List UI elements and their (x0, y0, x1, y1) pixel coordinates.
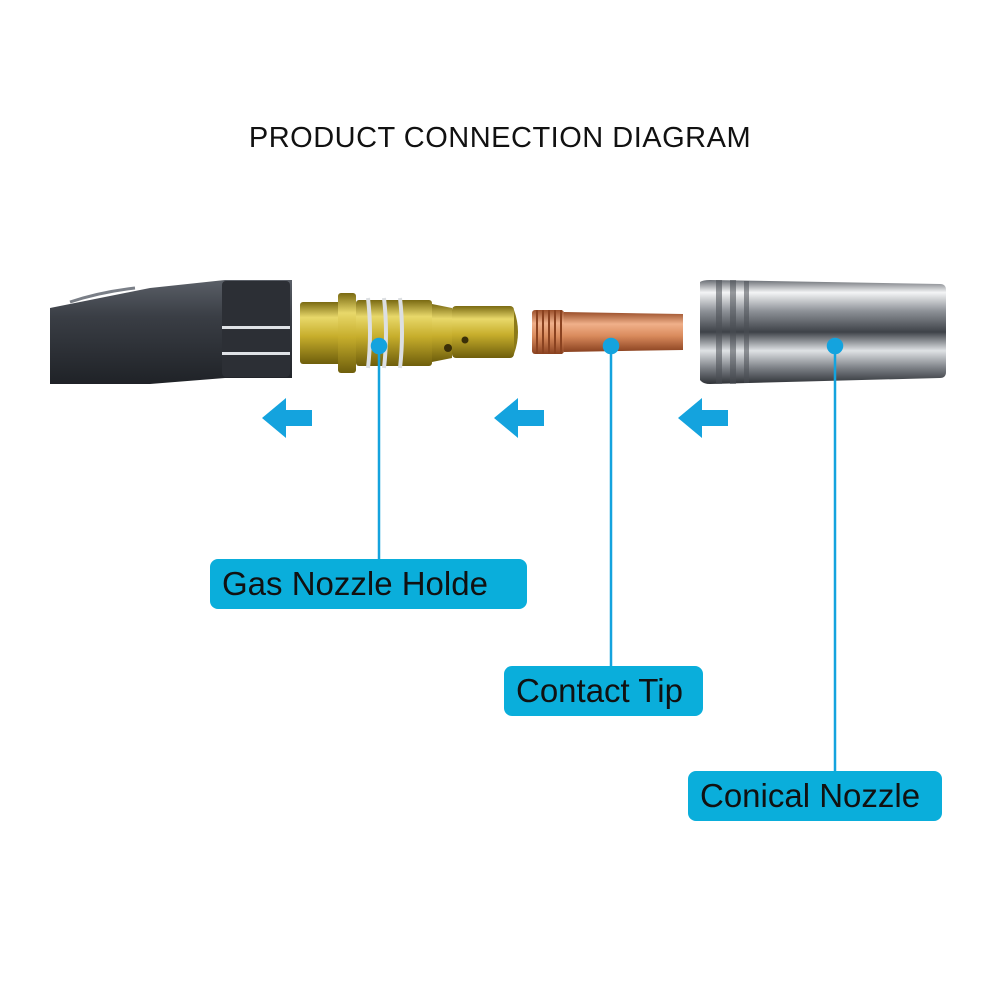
torch-cable (50, 280, 292, 384)
arrow-left-icon (262, 398, 312, 438)
arrow-left-icon (494, 398, 544, 438)
leader-dot-tip (602, 337, 620, 355)
conical-nozzle-part (700, 280, 946, 384)
leader-dot-holder (370, 337, 388, 355)
contact-tip-label: Contact Tip (504, 666, 703, 716)
contact-tip-part (532, 310, 683, 354)
gas-nozzle-holder-part (300, 293, 518, 373)
diagram-title: PRODUCT CONNECTION DIAGRAM (248, 122, 752, 154)
leader-dot-nozzle (826, 337, 844, 355)
gas-nozzle-holder-label: Gas Nozzle Holde (210, 559, 527, 609)
conical-nozzle-label: Conical Nozzle (688, 771, 942, 821)
arrow-left-icon (678, 398, 728, 438)
